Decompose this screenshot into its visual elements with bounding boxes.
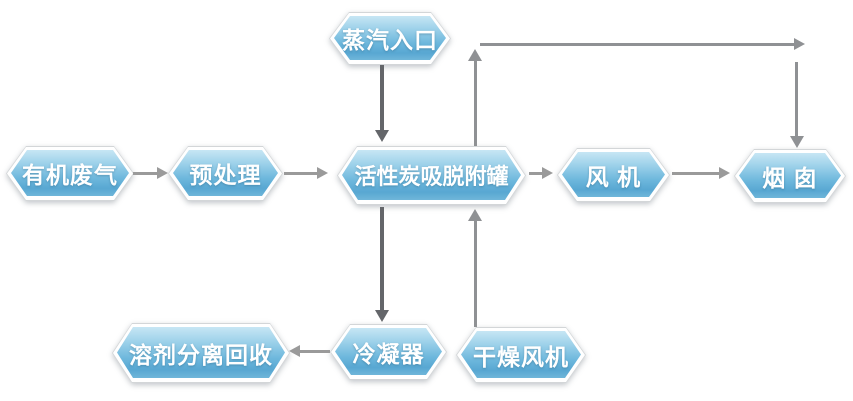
arrow-pretreat-to-carbon-head xyxy=(317,167,328,179)
arrow-dryfan-to-carbon-head xyxy=(468,209,482,221)
node-fill: 溶剂分离回收 xyxy=(117,327,285,378)
node-fill: 有机废气 xyxy=(11,150,129,196)
node-label-steam-inlet: 蒸汽入口 xyxy=(342,27,438,53)
node-solvent-recovery: 溶剂分离回收 xyxy=(112,323,290,383)
node-fan: 风 机 xyxy=(557,148,670,202)
node-fill: 冷凝器 xyxy=(335,328,442,375)
node-chimney: 烟 囱 xyxy=(734,149,846,203)
node-label-chimney: 烟 囱 xyxy=(762,164,818,191)
arrow-pretreat-to-carbon-line xyxy=(284,172,318,175)
node-carbon-adsorption-tank: 活性炭吸脱附罐 xyxy=(337,146,526,205)
arrow-carbon-bypass-up-head xyxy=(468,49,482,61)
arrow-fan-to-chimney-head xyxy=(719,167,730,179)
node-label-organic-waste-gas: 有机废气 xyxy=(22,162,118,188)
node-label-carbon-adsorption-tank: 活性炭吸脱附罐 xyxy=(354,164,509,189)
arrow-steam-to-carbon-line xyxy=(380,65,384,131)
arrow-carbon-to-condenser-line xyxy=(380,207,384,311)
node-organic-waste-gas: 有机废气 xyxy=(6,146,134,201)
arrow-carbon-to-condenser-head xyxy=(375,310,389,322)
node-label-solvent-recovery: 溶剂分离回收 xyxy=(129,341,273,368)
node-fill: 蒸汽入口 xyxy=(334,16,446,60)
arrow-bypass-horizontal-line xyxy=(480,43,795,46)
arrow-steam-to-carbon-head xyxy=(375,130,389,142)
arrow-bypass-horizontal-head xyxy=(794,38,805,50)
node-label-drying-fan: 干燥风机 xyxy=(473,343,569,370)
node-pretreatment: 预处理 xyxy=(168,146,283,201)
arrow-bypass-to-chimney-line xyxy=(795,62,798,137)
node-fill: 干燥风机 xyxy=(461,331,581,378)
arrow-dryfan-to-carbon-line xyxy=(474,221,477,327)
arrow-organic-to-pretreat-head xyxy=(157,167,168,179)
arrow-condenser-to-solvent-head xyxy=(289,345,300,357)
arrow-carbon-to-fan-head xyxy=(542,167,553,179)
arrow-bypass-to-chimney-head xyxy=(789,136,804,148)
node-fill: 风 机 xyxy=(562,152,665,197)
arrow-fan-to-chimney-line xyxy=(672,172,720,175)
node-label-pretreatment: 预处理 xyxy=(189,162,262,188)
node-fill: 烟 囱 xyxy=(739,153,841,198)
node-drying-fan: 干燥风机 xyxy=(456,327,586,383)
node-label-fan: 风 机 xyxy=(585,163,642,190)
node-fill: 预处理 xyxy=(173,150,278,196)
node-steam-inlet: 蒸汽入口 xyxy=(329,12,451,65)
node-label-condenser: 冷凝器 xyxy=(352,340,425,367)
node-condenser: 冷凝器 xyxy=(330,324,447,380)
node-fill: 活性炭吸脱附罐 xyxy=(342,150,521,200)
arrow-organic-to-pretreat-line xyxy=(133,172,158,175)
arrow-carbon-bypass-up-line xyxy=(474,61,477,146)
arrow-carbon-to-fan-line xyxy=(529,172,543,175)
arrow-condenser-to-solvent-line xyxy=(299,350,330,353)
